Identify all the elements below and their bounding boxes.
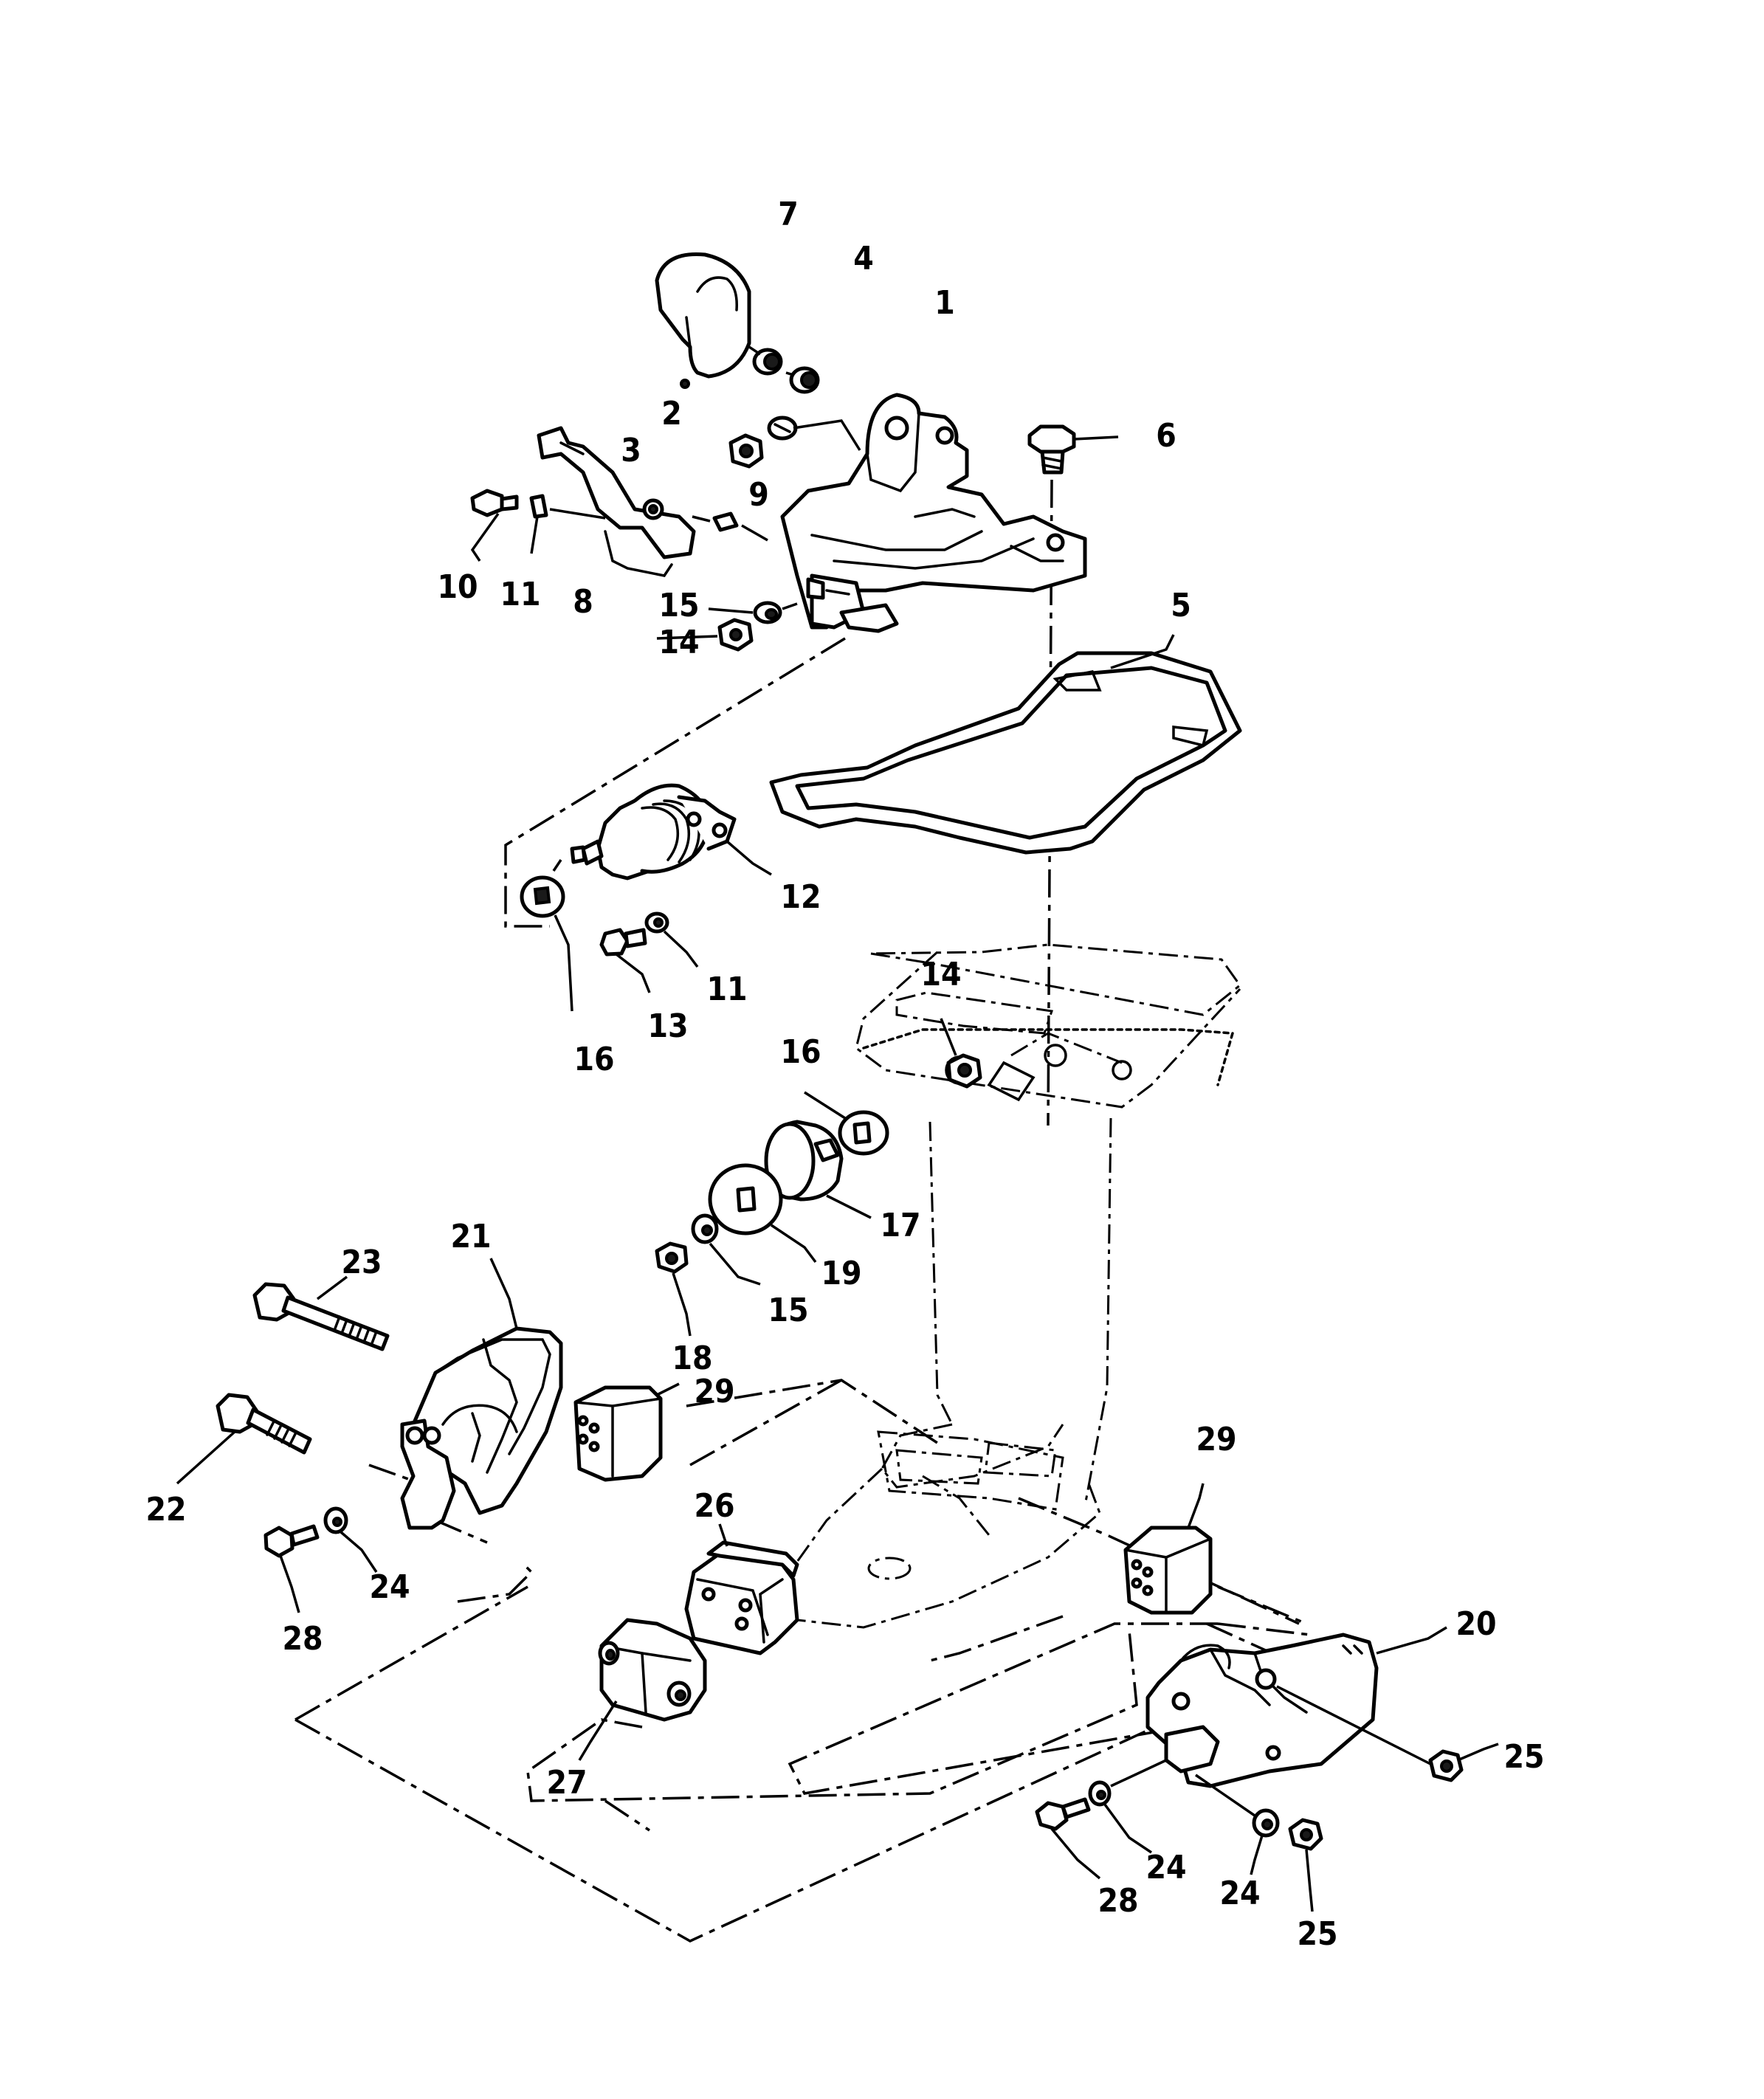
callout-11-upper: 11 <box>500 576 540 613</box>
callout-28-right: 28 <box>1098 1882 1138 1920</box>
part-24-washer-right-a <box>1088 1759 1167 1854</box>
part-4-bushings <box>748 345 820 394</box>
callout-15-lower: 15 <box>768 1292 808 1329</box>
callout-16-right: 16 <box>780 1033 821 1071</box>
part-2-ball-stud <box>767 416 861 451</box>
callout-27: 27 <box>546 1764 587 1802</box>
part-3-nut <box>728 433 764 469</box>
part-7-cover <box>655 252 751 389</box>
callout-20: 20 <box>1455 1605 1496 1643</box>
part-10-screw <box>470 489 519 562</box>
callout-14-upper: 14 <box>658 624 699 661</box>
part-11-washer-lower <box>644 911 699 968</box>
callout-18: 18 <box>672 1340 712 1377</box>
part-24-washer-right-b <box>1195 1774 1280 1875</box>
part-9-pin <box>692 511 768 542</box>
callout-3: 3 <box>621 432 641 469</box>
callout-8: 8 <box>573 583 593 621</box>
part-27-block <box>578 1618 707 1761</box>
callout-19: 19 <box>821 1255 861 1292</box>
callout-9: 9 <box>748 476 769 514</box>
part-25-nut-upper <box>1276 1685 1499 1782</box>
callout-28-left: 28 <box>282 1620 323 1658</box>
callout-12: 12 <box>780 878 821 916</box>
callout-11-lower: 11 <box>706 971 747 1008</box>
callout-4: 4 <box>853 240 874 278</box>
part-23-long-bolt <box>252 1275 390 1351</box>
part-29-block-left <box>573 1382 680 1482</box>
callout-24-right-b: 24 <box>1219 1875 1260 1912</box>
part-25-nut-lower <box>1288 1818 1323 1912</box>
part-24-washer-left <box>323 1506 378 1573</box>
part-28-screw-left <box>263 1524 320 1613</box>
callout-15-upper: 15 <box>658 587 699 624</box>
callout-6: 6 <box>1156 417 1176 455</box>
callout-24-right-a: 24 <box>1145 1849 1186 1886</box>
part-19-washer <box>708 1163 817 1264</box>
part-1-bracket <box>780 393 1087 633</box>
callout-14-lower: 14 <box>920 956 961 993</box>
part-21-bracket <box>400 1258 563 1530</box>
callout-22: 22 <box>145 1491 186 1528</box>
part-12-mount <box>552 783 772 880</box>
part-29-block-right <box>1123 1483 1213 1615</box>
part-22-short-bolt <box>176 1393 312 1485</box>
part-18-nut <box>655 1241 692 1337</box>
callout-5: 5 <box>1171 587 1191 624</box>
callout-24-left: 24 <box>369 1568 410 1606</box>
part-13-screw <box>599 928 651 993</box>
part-8-lever <box>537 426 696 577</box>
part-14-nut-lower <box>940 1018 982 1089</box>
part-26-plate <box>684 1523 799 1655</box>
callout-10: 10 <box>437 568 478 606</box>
callout-21: 21 <box>450 1218 491 1255</box>
callout-16-left: 16 <box>573 1041 614 1078</box>
callout-26: 26 <box>694 1487 734 1525</box>
part-6-bolt <box>1027 424 1119 475</box>
callout-29-right: 29 <box>1196 1421 1236 1458</box>
part-16-washer-left <box>520 875 573 1012</box>
part-28-screw-right <box>1035 1797 1101 1880</box>
callout-29-left: 29 <box>694 1373 734 1410</box>
callout-1: 1 <box>934 284 955 322</box>
callout-labels: 1 2 3 4 5 6 7 8 9 10 11 11 12 13 14 14 1… <box>145 196 1544 1953</box>
callout-7: 7 <box>778 196 799 233</box>
part-16-washer-right <box>804 1091 889 1156</box>
part-15-washer-upper <box>708 601 798 624</box>
callout-23: 23 <box>341 1244 382 1281</box>
part-11-washer <box>529 494 606 554</box>
callout-17: 17 <box>880 1207 920 1244</box>
part-5-seal <box>769 634 1242 855</box>
part-15-washer-lower <box>691 1213 761 1286</box>
dash-leader-lines <box>294 479 1322 1943</box>
callout-25-upper: 25 <box>1503 1738 1544 1776</box>
callout-2: 2 <box>661 395 682 432</box>
callout-13: 13 <box>647 1007 688 1045</box>
part-17-cushion <box>764 1120 872 1219</box>
callout-25-lower: 25 <box>1297 1915 1337 1953</box>
part-14-nut-upper <box>656 618 754 652</box>
part-20-bracket <box>1145 1626 1447 1788</box>
